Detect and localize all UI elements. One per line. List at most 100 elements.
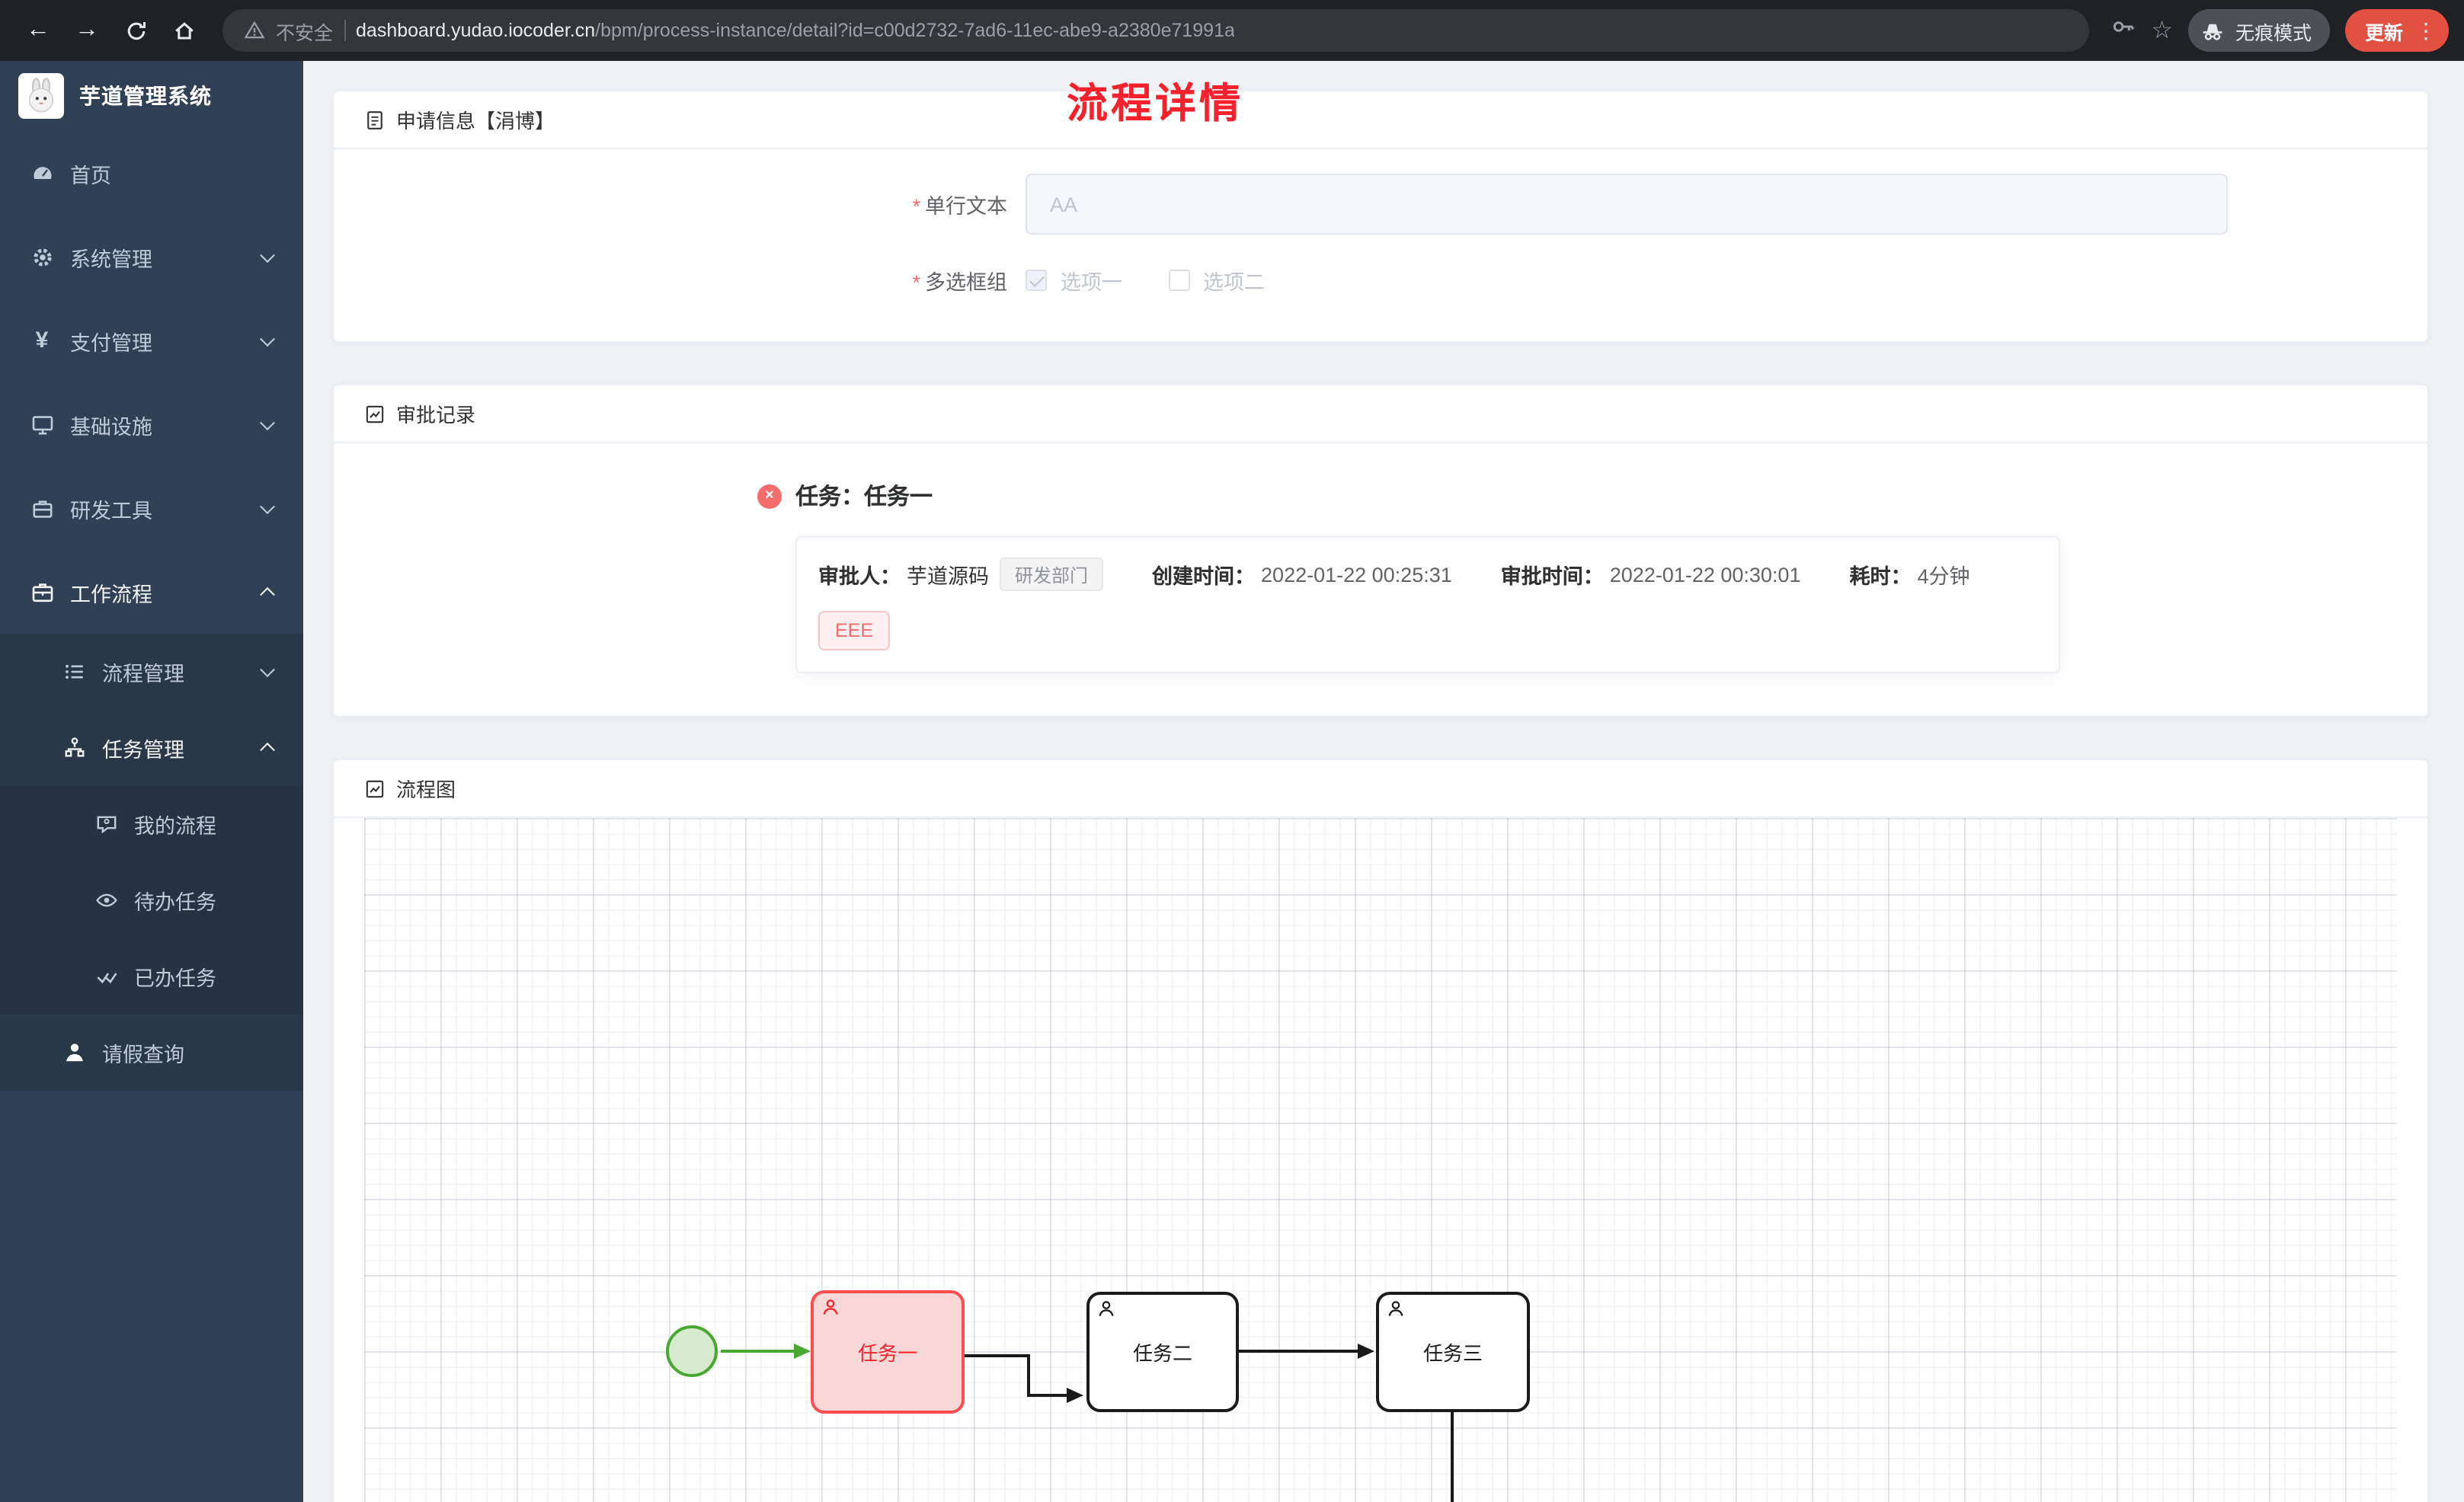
sidebar-item-task-management[interactable]: 任务管理 [0,710,303,786]
chevron-down-icon [260,662,275,678]
form-row-single-line: 单行文本 [364,174,2397,235]
duration-field: 耗时： 4分钟 [1849,559,1970,590]
yen-icon: ¥ [35,328,49,353]
menu-dots-icon[interactable]: ⋮ [2415,18,2437,42]
approval-record-card: 审批记录 × 任务：任务一 审批人： 芋道源码 研发部门 [332,384,2429,717]
timeline-item-header: × 任务：任务一 [364,480,2397,512]
chevron-down-icon [260,247,275,263]
checkbox-option-1[interactable]: 选项一 [1026,265,1122,296]
app-frame: 芋道管理系统 首页 系统管理 ¥ 支付管理 [0,61,2464,1502]
approval-card-header: 审批记录 [334,385,2427,443]
app-title: 芋道管理系统 [79,84,212,108]
sequence-flows [721,1344,1454,1502]
process-diagram-card: 流程图 任务一 [332,759,2429,1502]
task-tree-icon [61,736,87,760]
sidebar-item-label: 流程管理 [102,663,184,685]
apply-info-card: 申请信息【涓博】 单行文本 多选框组 选项一 [332,90,2429,343]
sidebar-item-home[interactable]: 首页 [0,131,303,215]
sidebar-item-label: 请假查询 [102,1043,184,1066]
sidebar-item-label: 任务管理 [102,739,184,762]
incognito-label: 无痕模式 [2235,22,2312,43]
checkbox-checked-icon [1026,270,1047,291]
logo-rabbit-icon [18,73,64,119]
checkbox-group: 选项一 选项二 [1026,265,1265,296]
page-title: 流程详情 [1067,81,1243,126]
chrome-update-button[interactable]: 更新 ⋮ [2344,9,2449,52]
omnibox-divider [344,20,346,41]
gear-icon [29,244,55,269]
refresh-button[interactable] [113,8,158,53]
sidebar-item-payment-management[interactable]: ¥ 支付管理 [0,299,303,382]
approval-comment-tag: EEE [818,611,891,650]
rejected-status-icon: × [757,484,782,508]
workflow-icon [29,580,55,604]
approval-card-title: 审批记录 [396,404,476,427]
required-asterisk [912,195,920,218]
sidebar-item-label: 我的流程 [134,815,216,838]
bpmn-canvas[interactable]: 任务一 任务二 任务三 [364,818,2397,1502]
apply-card-title: 申请信息【涓博】 [396,110,555,133]
page-url: dashboard.yudao.iocoder.cn/bpm/process-i… [356,20,1235,41]
single-line-text-input[interactable] [1026,174,2228,235]
sidebar-item-label: 研发工具 [70,499,152,522]
sidebar-item-label: 待办任务 [134,891,216,914]
sidebar-item-label: 首页 [70,164,111,187]
approval-detail-card: 审批人： 芋道源码 研发部门 创建时间： 2022-01-22 00:25:31… [795,536,2060,673]
create-time-value: 2022-01-22 00:25:31 [1261,563,1452,586]
sidebar-item-label: 已办任务 [134,967,216,990]
my-process-icon [93,812,119,836]
bookmark-star-button[interactable]: ☆ [2151,18,2173,44]
apply-card-header: 申请信息【涓博】 [334,91,2427,149]
chevron-down-icon [260,331,275,347]
browser-toolbar: ← → 不安全 dashboard.yudao.iocoder.cn/bpm/p… [0,0,2464,61]
sidebar-item-leave-query[interactable]: 请假查询 [0,1015,303,1091]
task-label: 任务三 [1422,1342,1483,1365]
person-icon [61,1040,87,1065]
sidebar-item-workflow[interactable]: 工作流程 [0,550,303,634]
sidebar-item-label: 系统管理 [70,248,152,270]
home-button[interactable] [162,8,207,53]
sidebar-item-my-processes[interactable]: 我的流程 [0,786,303,862]
task-label: 任务二 [1132,1342,1192,1365]
sidebar-item-done-tasks[interactable]: 已办任务 [0,938,303,1015]
sidebar-item-system-management[interactable]: 系统管理 [0,215,303,299]
app-logo[interactable]: 芋道管理系统 [0,61,303,131]
chevron-up-icon [260,586,275,602]
infrastructure-icon [29,412,55,436]
incognito-icon [2203,24,2222,40]
single-line-label: 单行文本 [855,189,1007,219]
checkbox-option-2[interactable]: 选项二 [1168,265,1265,296]
update-label: 更新 [2364,22,2403,43]
sidebar-item-process-management[interactable]: 流程管理 [0,634,303,710]
diagram-card-header: 流程图 [334,760,2427,818]
forward-button[interactable]: → [75,17,99,43]
sidebar-item-infrastructure[interactable]: 基础设施 [0,382,303,466]
chevron-up-icon [260,742,275,758]
sidebar-item-todo-tasks[interactable]: 待办任务 [0,862,303,938]
approval-meta-row: 审批人： 芋道源码 研发部门 创建时间： 2022-01-22 00:25:31… [818,558,2037,591]
home-icon [175,22,194,40]
incognito-badge[interactable]: 无痕模式 [2187,9,2330,52]
back-button[interactable]: ← [26,17,50,43]
address-bar[interactable]: 不安全 dashboard.yudao.iocoder.cn/bpm/proce… [222,9,2089,52]
sidebar: 芋道管理系统 首页 系统管理 ¥ 支付管理 [0,61,303,1502]
password-key-button[interactable] [2110,14,2136,47]
process-list-icon [61,660,87,684]
approve-time-value: 2022-01-22 00:30:01 [1609,563,1801,586]
sidebar-item-dev-tools[interactable]: 研发工具 [0,466,303,550]
chevron-down-icon [260,414,275,430]
sidebar-item-label: 支付管理 [70,331,152,354]
approver-field: 审批人： 芋道源码 研发部门 [818,558,1104,591]
dashboard-icon [29,161,55,185]
user-task-icon [1097,1299,1115,1318]
required-asterisk [912,271,920,294]
apply-form: 单行文本 多选框组 选项一 选项二 [334,149,2427,341]
department-tag: 研发部门 [1000,558,1104,591]
done-check-icon [93,964,119,989]
user-task-icon [1387,1299,1405,1318]
key-icon [2113,21,2133,32]
checkbox-group-label: 多选框组 [855,265,1007,296]
eye-icon [93,888,119,912]
task-node-1: 任务一 [811,1290,965,1414]
browser-actions: ☆ 无痕模式 更新 ⋮ [2110,9,2449,52]
